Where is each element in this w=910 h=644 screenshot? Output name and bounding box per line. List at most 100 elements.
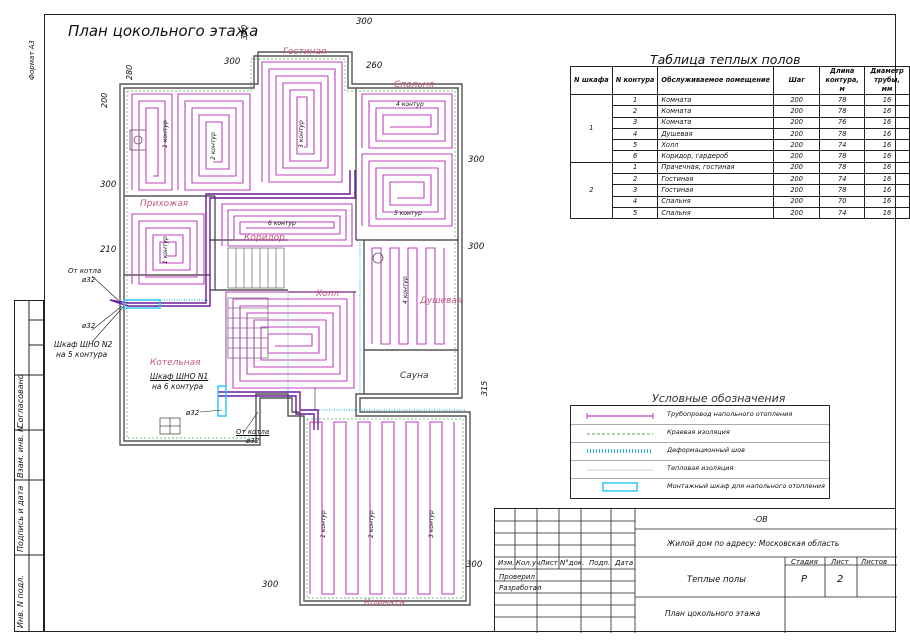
legend-thermal: Тепловая изоляция [667, 464, 734, 472]
legend: Трубопровод напольного отопления Краевая… [570, 405, 830, 499]
cell-cabinet: 2 [570, 161, 613, 220]
cell-contour: 5 [611, 206, 659, 220]
circuit-prihozhaya-1 [131, 93, 173, 191]
legend-row-pipe: Трубопровод напольного отопления [571, 406, 829, 425]
title-block: Изм. Кол.уч Лист N°док. Подп. Дата Прове… [494, 508, 897, 633]
from-boiler-1: От котла [68, 267, 102, 275]
cell-length: 78 [819, 150, 866, 163]
th-room: Обслуживаемое помещение [657, 66, 774, 95]
th-length: Длина контура, м [819, 66, 866, 95]
stamp-sheet-name: Теплые полы [687, 575, 746, 585]
contour-label-3a: 3 контур [298, 120, 305, 148]
cabinet-1-sub: на 6 контура [152, 382, 204, 391]
contour-label-4a: 4 контур [396, 101, 424, 108]
legend-row-thermal: Тепловая изоляция [571, 460, 829, 479]
cell-room: Комната [657, 93, 774, 107]
cell-diameter: 16 [864, 184, 910, 197]
room-spalnya: Спальня [394, 80, 435, 90]
cell-step: 200 [772, 105, 821, 118]
circuit-spalnya-5 [361, 153, 453, 227]
cell-step: 200 [772, 206, 821, 220]
table-header-row: N шкафа N контура Обслуживаемое помещени… [570, 66, 910, 95]
from-boiler-1-d: ø32 [82, 276, 96, 284]
cell-step: 200 [772, 173, 821, 186]
cell-length: 78 [819, 161, 866, 175]
leader-lines [91, 275, 316, 433]
legend-edge: Краевая изоляция [667, 428, 730, 436]
cell-contour: 1 [611, 93, 659, 107]
contour-label-2b: 2 контур [368, 510, 375, 538]
d32-b: ø32 [186, 409, 200, 417]
cell-length: 78 [819, 105, 866, 118]
cell-contour: 4 [611, 195, 659, 208]
cabinet-2-label: Шкаф ШНО N2 [54, 340, 113, 349]
cell-room: Душевая [657, 127, 774, 141]
legend-row-cabinet: Монтажный шкаф для напольного отопления [571, 478, 829, 496]
cell-step: 200 [772, 139, 821, 152]
dim-300-top: 300 [356, 17, 373, 27]
dim-315: 315 [480, 380, 489, 396]
dim-300-r2: 300 [468, 242, 485, 252]
stamp-role-checked: Проверил [499, 573, 535, 581]
cell-room: Прачечная, гостиная [657, 161, 774, 175]
legend-title: Условные обозначения [652, 392, 786, 405]
th-cabinet: N шкафа [570, 66, 613, 95]
table-title: Таблица теплых полов [650, 52, 801, 67]
circuit-holl [225, 291, 355, 389]
contour-label-1b: 1 контур [162, 236, 169, 264]
legend-pipe: Трубопровод напольного отопления [667, 410, 793, 418]
d32-a: ø32 [82, 322, 96, 330]
dim-300-bottom-right: 300 [466, 560, 483, 570]
cell-step: 200 [772, 116, 821, 129]
dim-300-b: 300 [100, 180, 117, 190]
stamp-col-kol: Кол.уч [516, 559, 541, 567]
edge-insulation [126, 58, 464, 599]
cell-step: 200 [772, 150, 821, 163]
cabinet-shno-1 [217, 385, 227, 417]
cell-length: 74 [819, 206, 866, 220]
expansion-joints [124, 240, 466, 411]
room-komnata: Комната [364, 598, 405, 608]
stamp-sheet-h: Лист [831, 558, 849, 566]
heated-floors-table: N шкафа N контура Обслуживаемое помещени… [570, 66, 910, 220]
cell-length: 76 [819, 116, 866, 129]
cell-length: 78 [819, 127, 866, 141]
cell-diameter: 16 [864, 195, 910, 208]
cell-room: Комната [657, 105, 774, 118]
stamp-col-data: Дата [615, 559, 634, 567]
cell-room: Спальня [657, 195, 774, 208]
cabinet-shno-2 [123, 299, 161, 309]
cell-step: 200 [772, 127, 821, 141]
stamp-sheets-h: Листов [861, 558, 888, 566]
stamp-sheet: 2 [837, 574, 844, 585]
contour-label-2a: 2 контур [210, 132, 217, 160]
circuit-1b [131, 213, 205, 285]
heating-circuits [131, 61, 455, 595]
cell-room: Спальня [657, 206, 774, 220]
dim-260: 260 [366, 61, 383, 71]
cell-diameter: 16 [864, 93, 910, 107]
contour-label-6a: 6 контур [268, 220, 296, 227]
from-boiler-2-d: ø32 [246, 437, 260, 445]
drawing-frame [44, 14, 896, 632]
circuit-spalnya-4 [361, 93, 453, 149]
cabinet-2-sub: на 5 контура [56, 350, 108, 359]
dim-300-a: 300 [240, 24, 249, 40]
th-step: Шаг [772, 66, 821, 95]
dim-300-a2: 300 [224, 57, 241, 67]
cell-step: 200 [772, 161, 821, 175]
supply-mains [109, 170, 356, 430]
circuit-dushevaya [371, 247, 445, 345]
plan-title: План цокольного этажа [68, 22, 259, 40]
th-contour: N контура [611, 66, 659, 95]
room-holl: Холл [316, 289, 340, 299]
side-stamp: Согласовано Взам. инв. N Подпись и дата … [14, 300, 44, 632]
room-sauna: Сауна [400, 371, 429, 381]
cell-length: 78 [819, 184, 866, 197]
